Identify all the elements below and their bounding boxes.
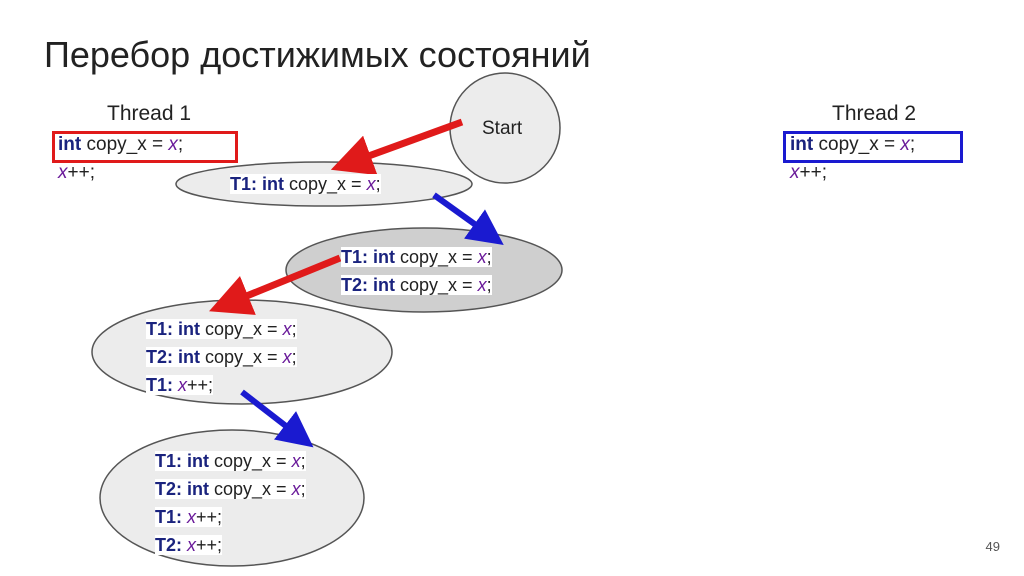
- state-line: T1: int copy_x = x;: [341, 243, 492, 271]
- code-text: copy_x =: [395, 275, 478, 295]
- thread1-transition-arrow: [209, 254, 342, 315]
- state-line: T2: int copy_x = x;: [341, 271, 492, 299]
- variable: x: [477, 275, 487, 295]
- keyword: int: [373, 247, 396, 267]
- state-line: T2: int copy_x = x;: [155, 475, 306, 503]
- variable: x: [790, 162, 800, 183]
- variable: x: [366, 174, 376, 194]
- start-label: Start: [482, 118, 523, 139]
- code-end: ;: [177, 134, 184, 155]
- thread-label: T2:: [341, 275, 374, 295]
- code-end: ;: [300, 451, 306, 471]
- state-1-text: T1: int copy_x = x;: [230, 170, 381, 198]
- variable: x: [178, 375, 188, 395]
- code-end: ;: [375, 174, 381, 194]
- code-end: ;: [486, 275, 492, 295]
- variable: x: [58, 162, 68, 183]
- variable: x: [477, 247, 487, 267]
- variable: x: [168, 134, 178, 155]
- state-line: T1: x++;: [155, 503, 306, 531]
- variable: x: [291, 451, 301, 471]
- keyword: int: [187, 451, 210, 471]
- code-end: ;: [909, 134, 916, 155]
- state-2-text: T1: int copy_x = x; T2: int copy_x = x;: [341, 243, 492, 299]
- code-text: ++;: [187, 375, 214, 395]
- code-text: ++;: [196, 507, 223, 527]
- thread-label: T1:: [155, 507, 188, 527]
- thread-label: T2:: [155, 535, 188, 555]
- thread2-header: Thread 2: [832, 102, 917, 125]
- thread-label: T2:: [155, 479, 188, 499]
- variable: x: [282, 347, 292, 367]
- thread2-transition-arrow: [432, 192, 504, 245]
- code-text: copy_x =: [395, 247, 478, 267]
- code-end: ;: [291, 347, 297, 367]
- code-text: copy_x =: [813, 134, 901, 155]
- thread2-line2: x++;: [790, 160, 827, 186]
- code-text: ++;: [196, 535, 223, 555]
- thread1-line1: int copy_x = x;: [58, 132, 183, 158]
- code-text: ++;: [67, 162, 95, 183]
- code-text: copy_x =: [209, 451, 292, 471]
- code-end: ;: [300, 479, 306, 499]
- variable: x: [187, 535, 197, 555]
- state-line: T1: int copy_x = x;: [146, 315, 297, 343]
- keyword: int: [373, 275, 396, 295]
- thread1-header: Thread 1: [107, 102, 192, 125]
- thread-label: T1:: [230, 174, 263, 194]
- thread-label: T1:: [146, 319, 179, 339]
- keyword: int: [187, 479, 210, 499]
- slide-title: Перебор достижимых состояний: [44, 34, 591, 75]
- thread1-highlight-box: [52, 131, 238, 163]
- state-3-text: T1: int copy_x = x; T2: int copy_x = x; …: [146, 315, 297, 399]
- thread2-highlight-box: [783, 131, 963, 163]
- thread2-line1: int copy_x = x;: [790, 132, 915, 158]
- code-end: ;: [291, 319, 297, 339]
- thread-label: T2:: [146, 347, 179, 367]
- keyword: int: [262, 174, 285, 194]
- code-text: copy_x =: [200, 347, 283, 367]
- thread1-line2: x++;: [58, 160, 95, 186]
- variable: x: [187, 507, 197, 527]
- thread-label: T1:: [341, 247, 374, 267]
- code-text: copy_x =: [200, 319, 283, 339]
- keyword: int: [178, 319, 201, 339]
- code-text: ++;: [799, 162, 827, 183]
- keyword: int: [178, 347, 201, 367]
- keyword: int: [58, 134, 82, 155]
- thread-label: T1:: [155, 451, 188, 471]
- state-line: T1: int copy_x = x;: [155, 447, 306, 475]
- state-line: T1: x++;: [146, 371, 297, 399]
- state-line: T1: int copy_x = x;: [230, 170, 381, 198]
- state-line: T2: int copy_x = x;: [146, 343, 297, 371]
- keyword: int: [790, 134, 814, 155]
- variable: x: [291, 479, 301, 499]
- code-text: copy_x =: [209, 479, 292, 499]
- state-4-text: T1: int copy_x = x; T2: int copy_x = x; …: [155, 447, 306, 559]
- state-line: T2: x++;: [155, 531, 306, 559]
- code-end: ;: [486, 247, 492, 267]
- thread2-transition-arrow: [240, 389, 314, 448]
- thread1-transition-arrow: [330, 118, 464, 176]
- thread-label: T1:: [146, 375, 179, 395]
- code-text: copy_x =: [81, 134, 169, 155]
- code-text: copy_x =: [284, 174, 367, 194]
- variable: x: [900, 134, 910, 155]
- variable: x: [282, 319, 292, 339]
- page-number: 49: [985, 539, 1000, 554]
